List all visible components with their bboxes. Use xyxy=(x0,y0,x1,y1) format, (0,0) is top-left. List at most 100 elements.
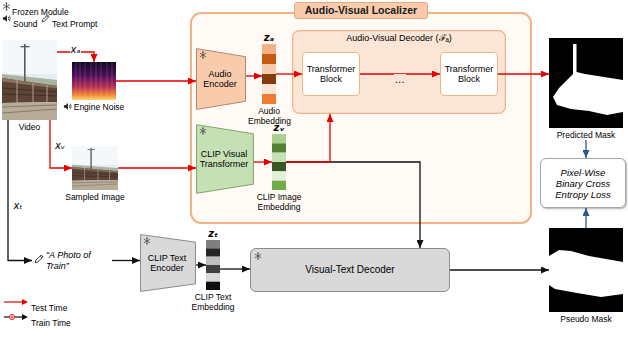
bar-cell xyxy=(206,248,220,256)
embedding-symbol: zₜ xyxy=(208,228,218,240)
text-embedding-bar xyxy=(206,240,220,290)
bar-cell xyxy=(272,181,286,190)
bar-cell xyxy=(262,54,276,64)
legend-text: Train Time xyxy=(31,318,71,328)
speaker-icon xyxy=(64,103,71,110)
legend-text: Sound xyxy=(13,19,38,29)
spectrogram-picture xyxy=(72,62,116,100)
legend-item: Frozen Module xyxy=(12,1,69,19)
bar-cell xyxy=(262,44,276,54)
clip-visual-transformer: CLIP Visual Transformer xyxy=(196,124,254,194)
bar-cell xyxy=(262,94,276,104)
embedding-symbol: zₐ xyxy=(264,32,274,44)
node-label: Transformer Block xyxy=(305,64,357,85)
embedding-symbol: zᵥ xyxy=(274,122,285,134)
legend-line xyxy=(4,301,23,302)
node-label: CLIP Visual Transformer xyxy=(198,149,250,170)
connector xyxy=(246,75,262,76)
caption: CLIP Text Embedding xyxy=(182,292,244,312)
connector-group xyxy=(8,52,586,270)
legend-item: Train Time xyxy=(31,312,71,330)
caption: Video xyxy=(19,122,41,132)
legend-arrow-head xyxy=(22,314,28,320)
trapezoid-shape xyxy=(141,235,196,292)
trapezoid-shape xyxy=(197,49,246,110)
connector xyxy=(50,120,72,168)
bar-cell xyxy=(272,162,286,171)
text-prompt: “A Photo of Train” xyxy=(32,246,112,275)
legend-arrow-head xyxy=(22,299,28,305)
connector xyxy=(286,162,420,248)
trapezoid-shape xyxy=(197,125,254,194)
transformer-block: Transformer Block xyxy=(440,52,498,96)
mask-ground xyxy=(549,38,623,128)
connector xyxy=(254,161,272,162)
sampled-image-picture xyxy=(72,146,118,190)
connector xyxy=(220,268,250,269)
pencil-icon xyxy=(35,255,43,263)
panel-title: Audio-Visual Decoder (ℱₐ) xyxy=(346,33,452,44)
connector xyxy=(112,260,140,261)
caption: CLIP Image Embedding xyxy=(244,192,314,212)
visual-text-decoder: Visual-Text Decoder xyxy=(250,248,450,292)
connector xyxy=(196,264,206,265)
bar-cell xyxy=(262,64,276,74)
edge-label: xᵥ xyxy=(54,140,66,151)
caption: Engine Noise xyxy=(64,102,125,112)
bar-cell xyxy=(206,257,220,265)
audio-embedding-bar xyxy=(262,44,276,104)
legend-text: Text Prompt xyxy=(52,19,97,29)
bar-cell xyxy=(206,240,220,248)
legend-mark xyxy=(9,314,14,319)
connector xyxy=(8,120,32,261)
edge-label-holder: … xyxy=(394,69,406,87)
bar-cell xyxy=(206,265,220,273)
caption: Sampled Image xyxy=(65,192,125,202)
bar-cell xyxy=(272,153,286,162)
connector xyxy=(286,114,330,162)
legend-mark xyxy=(10,315,14,319)
caption: Predicted Mask xyxy=(557,130,616,140)
spectrogram-streaks xyxy=(76,62,112,100)
caption: Pseudo Mask xyxy=(560,314,612,324)
connector xyxy=(498,73,549,74)
edge-label: … xyxy=(394,74,406,85)
connector xyxy=(585,208,586,228)
bar-cell xyxy=(262,84,276,94)
edge-label-holder: xₜ xyxy=(13,195,24,213)
video-frame-picture xyxy=(2,40,57,120)
node-label: Visual-Text Decoder xyxy=(257,264,443,276)
bar-cell xyxy=(206,282,220,290)
bar-cell xyxy=(272,134,286,143)
transformer-block: Transformer Block xyxy=(302,52,360,96)
localizer-panel: Audio-Visual LocalizerAudio EncoderzₐAud… xyxy=(190,12,532,224)
node-label: Transformer Block xyxy=(443,64,495,85)
bar-cell xyxy=(262,74,276,84)
mask-shape xyxy=(549,250,623,297)
mask-shape xyxy=(553,44,623,115)
node-label: Audio Encoder xyxy=(198,69,242,90)
pseudo-mask-picture xyxy=(549,228,623,312)
connector xyxy=(118,167,196,168)
prompt-text: “A Photo of Train” xyxy=(46,250,112,271)
panel-outline xyxy=(191,13,531,223)
edge-label-holder: xᵥ xyxy=(54,135,66,153)
panel-backdrops xyxy=(191,13,531,223)
speaker-icon xyxy=(3,15,10,22)
legend-text: Frozen Module xyxy=(12,7,69,17)
node-label: Pixel-Wise Binary Cross Entropy Loss xyxy=(547,167,619,200)
connector xyxy=(276,73,302,74)
node-label: CLIP Text Encoder xyxy=(142,253,192,274)
edge-label: xₜ xyxy=(13,200,24,211)
panel-title: Audio-Visual Localizer xyxy=(294,2,428,19)
mask-ground xyxy=(549,228,623,312)
edge-label: xₐ xyxy=(70,44,82,55)
edge-label-holder: xₐ xyxy=(70,39,82,57)
bar-cell xyxy=(272,171,286,180)
audio-visual-decoder: Audio-Visual Decoder (ℱₐ) Transformer Blo… xyxy=(292,30,506,114)
legend-item: Test Time xyxy=(31,297,67,315)
panel-outline xyxy=(293,31,506,114)
image-embedding-bar xyxy=(272,134,286,190)
connector xyxy=(116,80,196,81)
